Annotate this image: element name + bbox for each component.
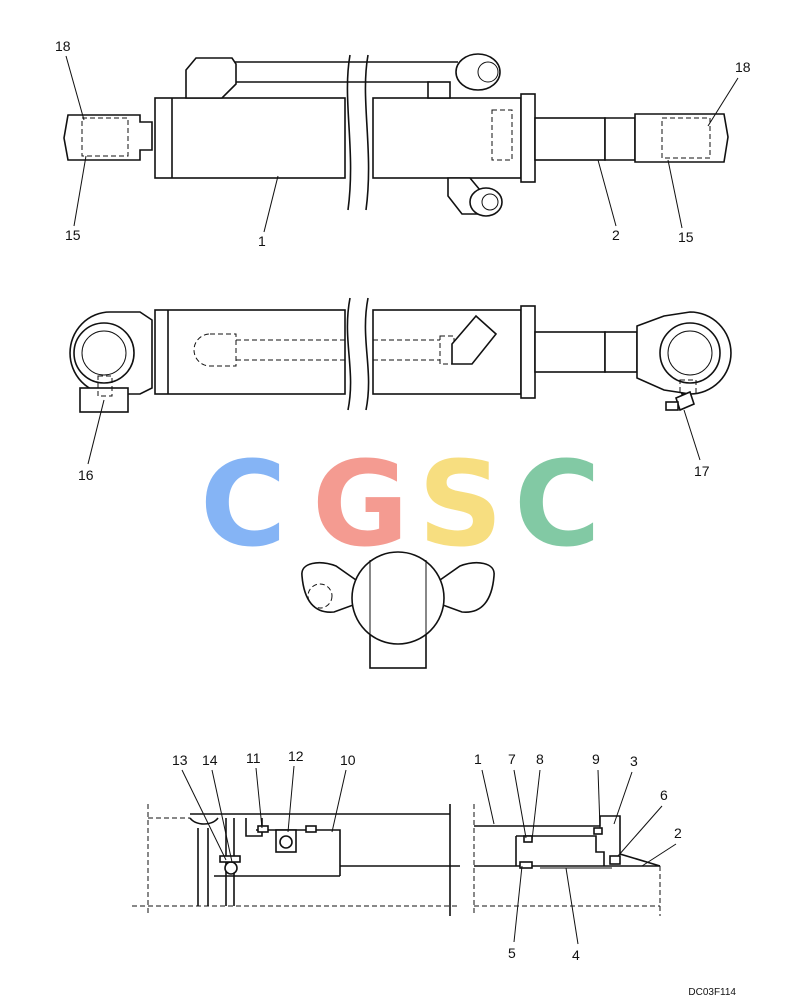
callout-detail-11: 11: [246, 750, 261, 766]
cylinder-end-view: [301, 551, 495, 669]
callout-detail-7: 7: [508, 751, 516, 767]
watermark-logo: C G S C: [200, 435, 601, 573]
callout-detail-12: 12: [288, 748, 304, 764]
watermark-letter-s: S: [418, 435, 503, 573]
detail-right-section: [473, 804, 661, 916]
callout-top-2: 2: [612, 227, 620, 243]
callout-detail-14: 14: [202, 752, 218, 768]
callout-detail-10: 10: [340, 752, 356, 768]
callout-detail-2: 2: [674, 825, 682, 841]
callout-top-15-left: 15: [65, 227, 81, 243]
callout-top-18-right: 18: [735, 59, 751, 75]
detail-right-callouts: 1 7 8 9 3 6 2 5 4: [474, 751, 682, 963]
callout-side-16: 16: [78, 467, 94, 483]
callout-top-15-right: 15: [678, 229, 694, 245]
callout-detail-5: 5: [508, 945, 516, 961]
callout-detail-4: 4: [572, 947, 580, 963]
figure-code: DC03F114: [688, 987, 736, 998]
watermark-letter-c1: C: [200, 435, 287, 573]
callout-detail-9: 9: [592, 751, 600, 767]
cylinder-side-view: [69, 297, 732, 413]
callout-top-18-left: 18: [55, 38, 71, 54]
callout-detail-3: 3: [630, 753, 638, 769]
side-view-callouts: 16 17: [78, 399, 710, 483]
callout-detail-1: 1: [474, 751, 482, 767]
cylinder-top-view: [63, 53, 729, 217]
top-view-callouts: 18 15 1 2 15 18: [55, 38, 751, 249]
watermark-letter-c2: C: [514, 435, 601, 573]
callout-detail-8: 8: [536, 751, 544, 767]
callout-side-17: 17: [694, 463, 710, 479]
detail-left-callouts: 13 14 11 12 10: [172, 748, 356, 863]
callout-top-1: 1: [258, 233, 266, 249]
watermark-letter-g: G: [312, 435, 409, 573]
callout-detail-6: 6: [660, 787, 668, 803]
detail-left-section: [132, 804, 460, 916]
callout-detail-13: 13: [172, 752, 188, 768]
